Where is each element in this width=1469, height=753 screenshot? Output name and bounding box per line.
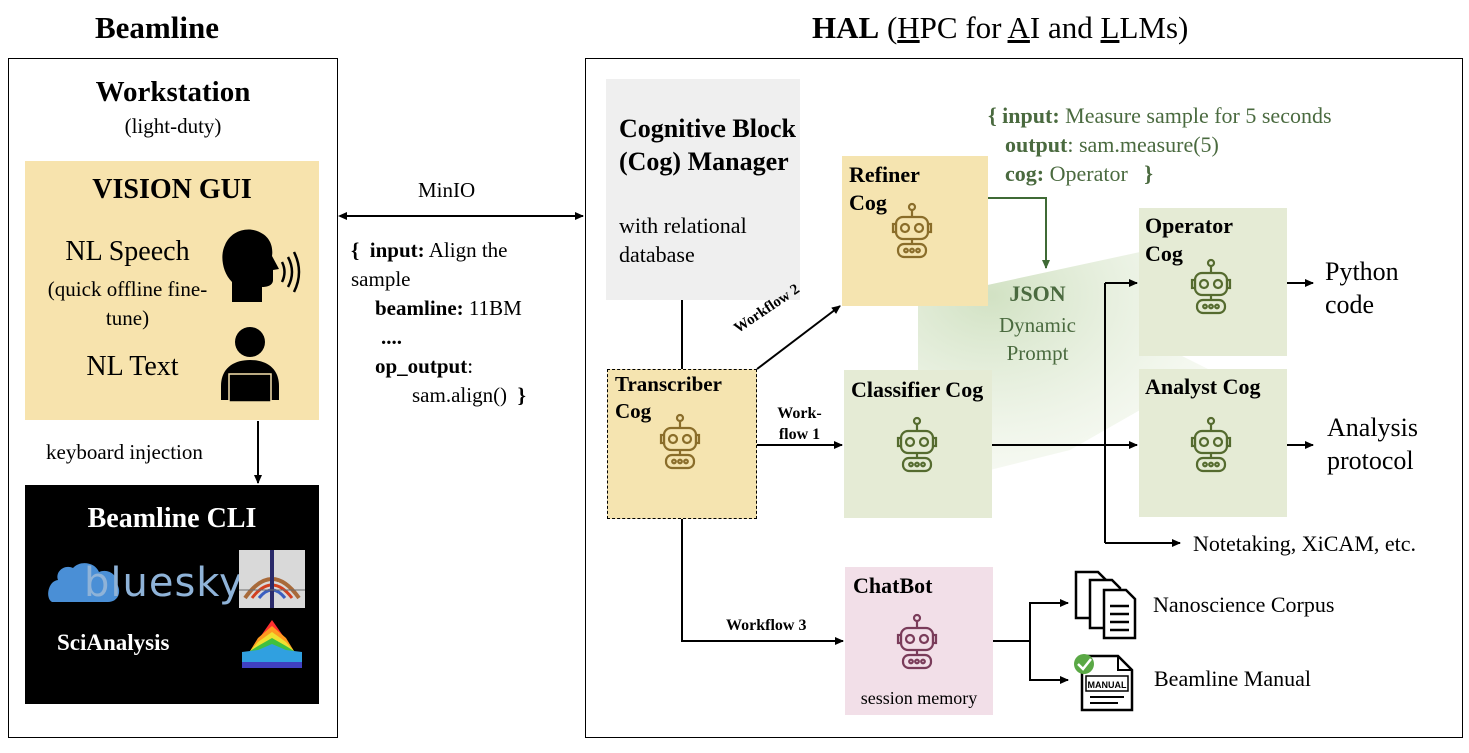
- example-cog-key: cog:: [1005, 161, 1045, 186]
- analyst-cog-label: Analyst Cog: [1145, 374, 1261, 399]
- classifier-cog-box: [844, 370, 992, 518]
- example-cog-value: Operator: [1049, 161, 1128, 186]
- output-beamline-manual: Beamline Manual: [1154, 666, 1312, 691]
- example-brace: }: [1144, 161, 1153, 186]
- example-line-2: output: sam.measure(5): [988, 130, 1332, 159]
- json-op-key: op_output: [375, 354, 468, 378]
- hal-title-part: (: [879, 10, 898, 45]
- nl-speech-subtitle: (quick offline fine-tune): [47, 277, 208, 330]
- example-line-3: cog: Operator }: [988, 159, 1332, 188]
- output-nanoscience-corpus: Nanoscience Corpus: [1153, 592, 1335, 617]
- beamline-json-example: { input: Align the sample beamline: 11BM…: [351, 236, 526, 410]
- output-python-code: Python code: [1325, 257, 1399, 319]
- cog-manager-subtitle: with relational database: [619, 213, 747, 267]
- transcriber-robot-icon: [659, 413, 701, 470]
- bluesky-label: bluesky: [84, 560, 244, 606]
- json-input-key: input:: [369, 238, 425, 262]
- keyboard-injection-label: keyboard injection: [46, 440, 203, 464]
- json-line-2: sample: [351, 267, 411, 291]
- document-stack-icon: [1074, 570, 1137, 640]
- hal-title-part: PC for: [919, 10, 1008, 45]
- json-beamline-value: 11BM: [468, 296, 522, 320]
- minio-label: MinIO: [418, 178, 476, 202]
- chatbot-corpus-arrow: [1029, 599, 1069, 641]
- workflow-3-arrow: [681, 519, 844, 645]
- scianalysis-label: SciAnalysis: [57, 630, 170, 655]
- chatbot-label: ChatBot: [853, 573, 933, 598]
- chatbot-robot-icon: [896, 613, 938, 670]
- json-op-value: sam.align(): [412, 383, 508, 407]
- hal-title-l: L: [1100, 10, 1120, 45]
- output-notetaking: Notetaking, XiCAM, etc.: [1193, 531, 1417, 556]
- hal-title-part: LMs): [1119, 10, 1189, 45]
- json-line-1: { input: Align the: [351, 236, 526, 265]
- workflow-2-arrow: [756, 305, 841, 370]
- chatbot-manual-arrow: [1029, 641, 1069, 684]
- beamline-cli-title: Beamline CLI: [87, 503, 257, 534]
- manual-icon-text: MANUAL: [1088, 680, 1127, 690]
- beamline-title: Beamline: [95, 10, 219, 45]
- json-line-5: op_output:: [351, 352, 526, 381]
- analyst-robot-icon: [1190, 416, 1232, 473]
- json-brace: {: [351, 238, 360, 262]
- manual-icon: [1074, 654, 1134, 712]
- classifier-robot-icon: [896, 416, 938, 473]
- workstation-subtitle: (light-duty): [124, 114, 222, 138]
- classifier-cog-label: Classifier Cog: [851, 377, 984, 402]
- example-input-key: input:: [1002, 103, 1060, 128]
- json-input-value: Align the: [428, 238, 508, 262]
- hal-title-a: A: [1007, 10, 1030, 45]
- json-op-colon: :: [467, 354, 474, 378]
- hal-title: HAL (HPC for AI and LLMs): [812, 10, 1188, 46]
- refiner-cog-label: Refiner Cog: [849, 162, 920, 215]
- workflow-1-label: Work- flow 1: [777, 405, 822, 443]
- chatbot-session-memory: session memory: [860, 688, 978, 708]
- example-output-key: output: [1005, 132, 1068, 157]
- transcriber-cog-box: [607, 369, 757, 519]
- json-beamline-key: beamline:: [375, 296, 464, 320]
- nl-speech-label: NL Speech: [65, 236, 190, 267]
- vision-gui-title: VISION GUI: [92, 174, 252, 205]
- example-input-value: Measure sample for 5 seconds: [1065, 103, 1332, 128]
- beamline-panel: [8, 58, 338, 738]
- workstation-title: Workstation: [95, 76, 251, 108]
- chatbot-box: [845, 567, 993, 715]
- cog-manager-box: [606, 79, 800, 300]
- hal-title-bold: HAL: [812, 10, 880, 45]
- transcriber-cog-label: Transcriber Cog: [615, 372, 722, 423]
- json-line-3: beamline: 11BM: [351, 294, 526, 323]
- workflow-3-label: Workflow 3: [726, 617, 807, 634]
- refiner-json-example: { input: Measure sample for 5 seconds ou…: [988, 101, 1332, 188]
- example-line-1: { input: Measure sample for 5 seconds: [988, 101, 1332, 130]
- operator-cog-label: Operator Cog: [1145, 213, 1233, 266]
- hal-title-part: I and: [1029, 10, 1101, 45]
- refiner-robot-icon: [891, 202, 933, 259]
- json-label: JSON: [1009, 281, 1066, 306]
- example-output-value: : sam.measure(5): [1067, 132, 1219, 157]
- example-brace: {: [988, 103, 997, 128]
- hal-title-h: H: [897, 10, 920, 45]
- json-brace: }: [517, 383, 526, 407]
- operator-cog-box: [1139, 208, 1287, 356]
- hal-panel: [585, 58, 1463, 738]
- output-analysis-protocol: Analysis protocol: [1327, 413, 1418, 475]
- operator-robot-icon: [1190, 258, 1232, 315]
- nl-text-label: NL Text: [86, 351, 179, 382]
- json-line-6: sam.align() }: [351, 381, 526, 410]
- refiner-json-arrow: [988, 197, 1050, 269]
- cog-manager-title: Cognitive Block (Cog) Manager: [619, 114, 796, 176]
- json-line-4: ....: [381, 325, 402, 349]
- dynamic-prompt-label: Dynamic Prompt: [999, 313, 1076, 365]
